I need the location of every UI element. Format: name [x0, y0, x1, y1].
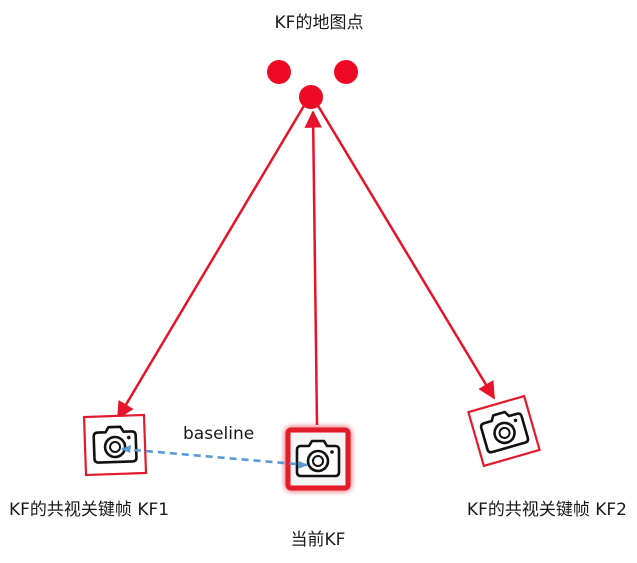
keyframe-kf2 [467, 394, 541, 468]
map-point-left [267, 60, 291, 84]
baseline-line [121, 447, 308, 467]
ray-to-kf2 [315, 103, 496, 400]
baseline-label: baseline [183, 424, 254, 444]
keyframe-current [285, 427, 351, 491]
ray-to-kf1 [116, 103, 307, 420]
map-point-right [334, 60, 358, 84]
ray-from-current [304, 110, 322, 426]
kf2-label: KF的共视关键帧 KF2 [467, 500, 627, 520]
camera-icon [295, 439, 341, 478]
baseline-arrowhead-right [298, 461, 308, 469]
camera-icon [92, 424, 138, 465]
keyframe-kf1 [82, 413, 148, 477]
map-point-center [299, 85, 323, 109]
diagram-title: KF的地图点 [275, 13, 364, 33]
baseline-arrowhead-left [121, 445, 131, 453]
current-kf-label: 当前KF [291, 530, 346, 550]
kf1-label: KF的共视关键帧 KF1 [9, 500, 169, 520]
